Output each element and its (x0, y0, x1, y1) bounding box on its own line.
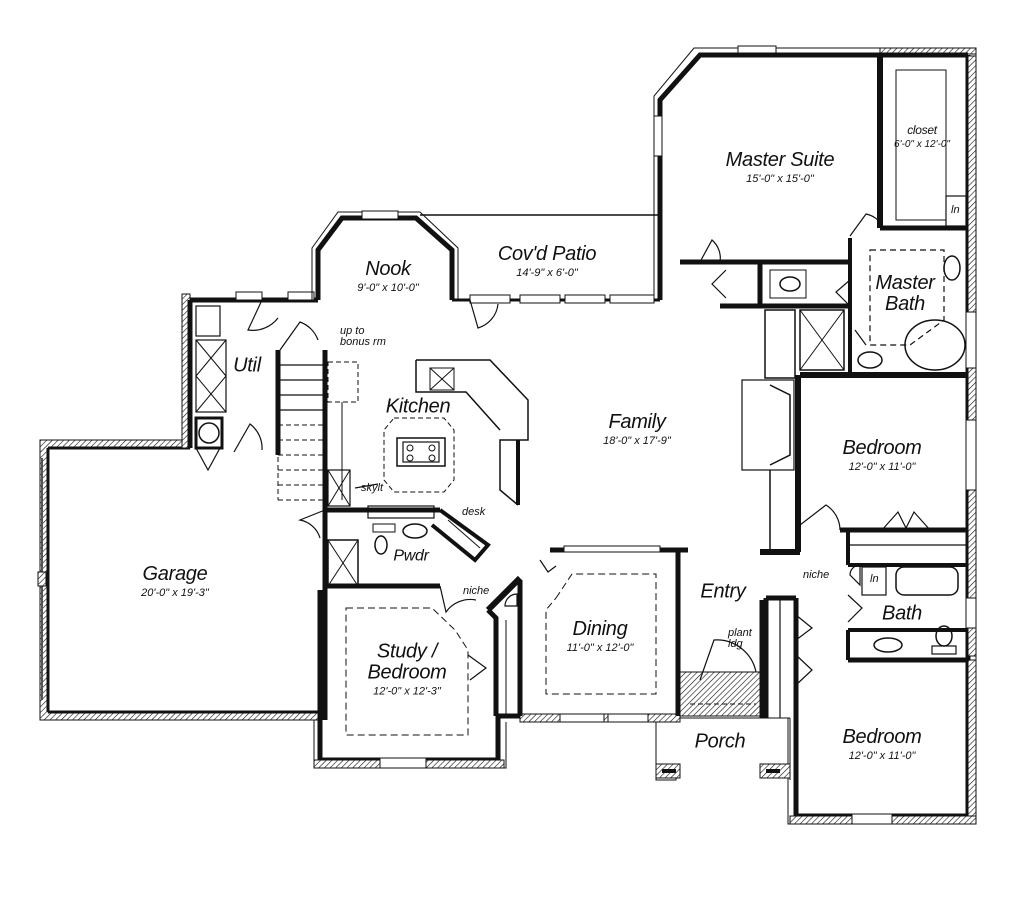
room-dimensions: 12'-0" x 12'-3" (373, 685, 441, 698)
note-desk: desk (462, 506, 486, 518)
room-label-master-bath: Master Bath (875, 272, 935, 315)
room-name: Master Suite (725, 149, 835, 172)
room-label-nook: Nook 9'-0" x 10'-0" (357, 259, 419, 295)
note-linen-master: ln (951, 204, 960, 216)
room-label-covd-patio: Cov'd Patio 14'-9" x 6'-0" (497, 243, 597, 280)
note-up-to-bonus-rm: up to bonus rm (340, 325, 386, 348)
note-skylight: skylt (361, 482, 383, 494)
room-label-master-suite: Master Suite 15'-0" x 15'-0" (726, 150, 835, 186)
room-name: Master Bath (875, 272, 935, 315)
room-label-garage: Garage 20'-0" x 19'-3" (141, 564, 209, 600)
note-niche-bath: niche (803, 569, 830, 581)
room-dimensions: 14'-9" x 6'-0" (516, 267, 578, 280)
door-swings (195, 213, 931, 686)
room-label-util: Util (233, 354, 261, 377)
room-name: Family (608, 411, 666, 434)
room-label-dining: Dining 11'-0" x 12'-0" (567, 619, 634, 655)
room-name: Entry (700, 580, 746, 603)
room-dimensions: 15'-0" x 15'-0" (746, 173, 814, 186)
room-label-entry: Entry (700, 580, 746, 603)
room-label-bedroom-3: Bedroom 12'-0" x 11'-0" (842, 727, 921, 763)
room-dimensions: 9'-0" x 10'-0" (357, 282, 419, 295)
room-dimensions: 6'-0" x 12'-0" (894, 138, 950, 150)
room-name: Util (233, 354, 261, 377)
note-plant-ledge: plant ldg (728, 627, 752, 650)
room-dimensions: 18'-0" x 17'-9" (603, 435, 671, 448)
note-linen-bath: ln (870, 573, 879, 585)
note-niche-dining: niche (463, 585, 490, 597)
room-name: Bedroom (842, 726, 922, 749)
room-dimensions: 11'-0" x 12'-0" (566, 642, 634, 655)
room-name: Pwdr (393, 547, 429, 565)
room-dimensions: 12'-0" x 11'-0" (848, 750, 916, 763)
room-dimensions: 20'-0" x 19'-3" (141, 587, 209, 600)
room-label-bath: Bath (882, 602, 922, 625)
room-name: Kitchen (385, 395, 451, 418)
room-label-closet: closet 6'-0" x 12'-0" (894, 122, 950, 150)
interior-walls (194, 55, 968, 736)
room-dimensions: 12'-0" x 11'-0" (848, 461, 916, 474)
room-name: Garage (142, 563, 208, 586)
room-label-family: Family 18'-0" x 17'-9" (603, 412, 671, 448)
room-name: Cov'd Patio (497, 243, 597, 266)
room-label-bedroom-2: Bedroom 12'-0" x 11'-0" (842, 438, 921, 474)
room-name: Porch (694, 730, 746, 753)
exterior-walls (37, 45, 977, 825)
room-name: Nook (365, 258, 411, 281)
room-label-kitchen: Kitchen (385, 395, 451, 418)
room-name: Bath (882, 602, 922, 625)
room-label-porch: Porch (694, 730, 746, 753)
room-label-study-bedroom: Study / Bedroom 12'-0" x 12'-3" (367, 640, 447, 699)
room-name: closet (907, 122, 937, 137)
room-name: Dining (572, 618, 628, 641)
room-name: Study / Bedroom (367, 640, 447, 684)
room-label-pwdr: Pwdr (393, 547, 429, 566)
room-name: Bedroom (842, 437, 922, 460)
